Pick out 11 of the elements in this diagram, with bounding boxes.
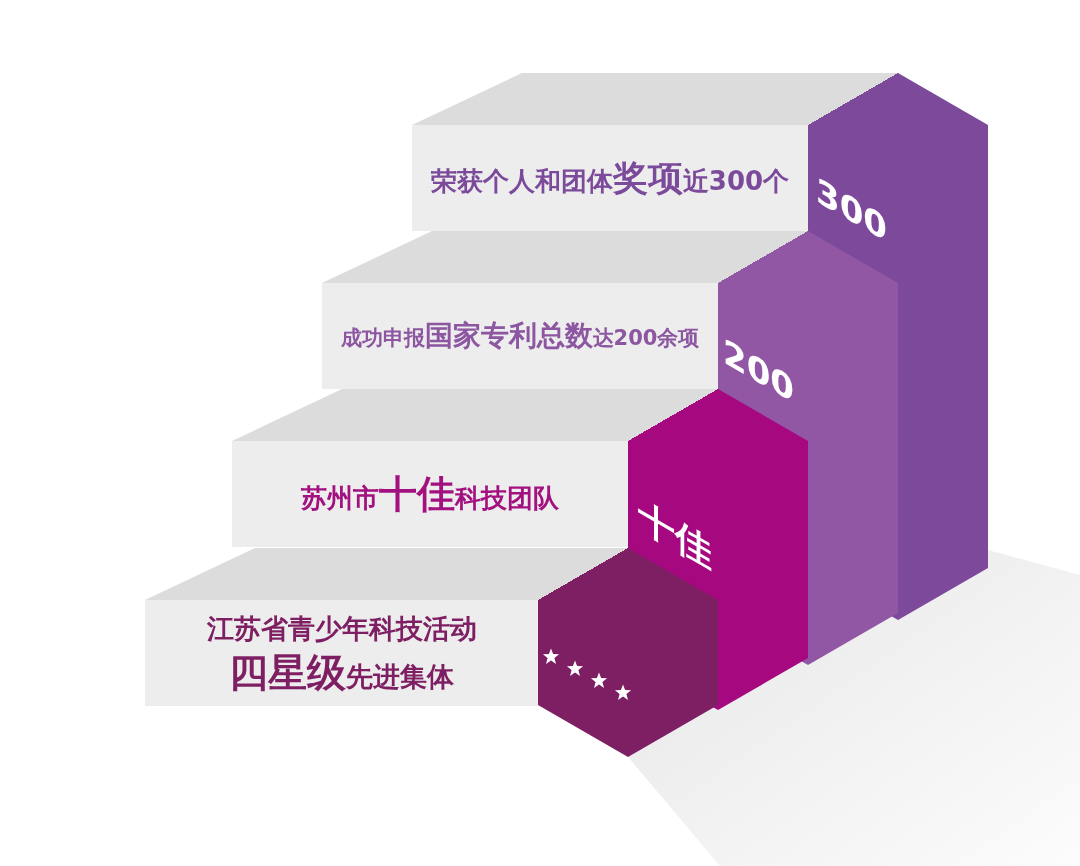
stair-step <box>322 231 718 389</box>
step-label: 成功申报国家专利总数达200余项 <box>340 318 700 354</box>
column-label: 十佳 <box>638 495 712 575</box>
step-label: 荣获个人和团体奖项近300个 <box>430 155 790 200</box>
step-label: 苏州市十佳科技团队 <box>301 470 559 518</box>
column-label: 200 <box>723 333 794 408</box>
column-label: 300 <box>816 172 887 247</box>
stair-step <box>412 73 808 231</box>
stair-step <box>232 389 628 547</box>
stair-step <box>145 548 538 706</box>
step-label: 江苏省青少年科技活动四星级先进集体 <box>205 612 478 697</box>
